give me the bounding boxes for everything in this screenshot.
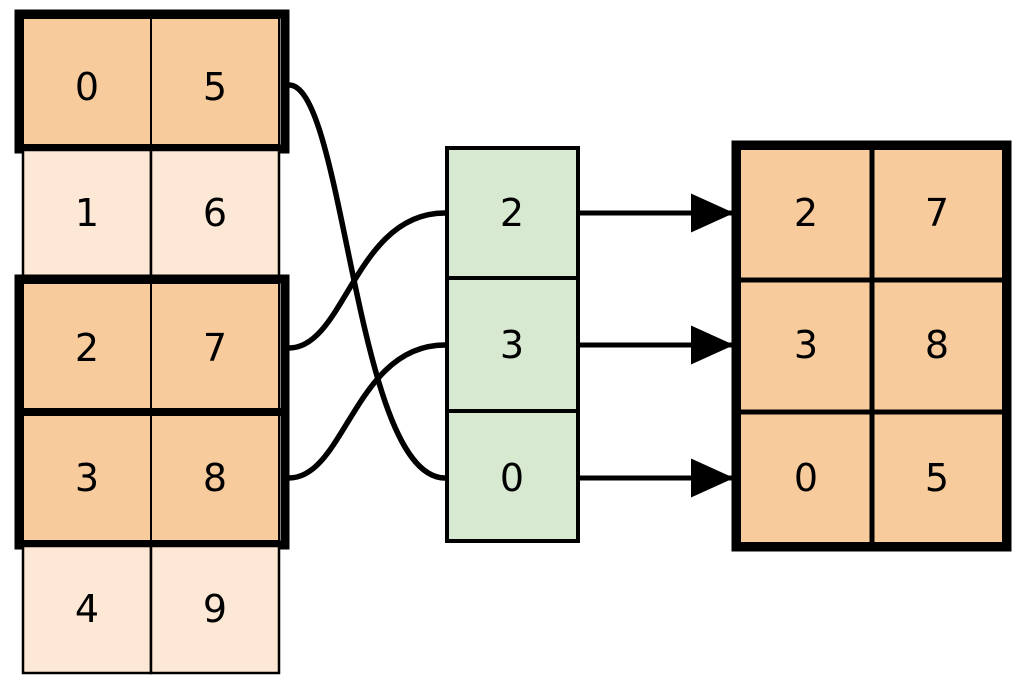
connector-row3-to-slot1 <box>286 342 448 481</box>
result-cell-2-0: 0 <box>794 456 818 500</box>
connector-row2-to-slot0 <box>286 210 448 351</box>
index-slot-1[interactable] <box>445 276 580 413</box>
source-row-3[interactable]: 3 8 <box>22 413 280 542</box>
source-cell-1-1: 6 <box>203 191 227 235</box>
source-cell-2-1: 7 <box>203 326 227 370</box>
source-cell-1-0: 1 <box>75 191 99 235</box>
source-row-1[interactable]: 1 6 <box>21 148 281 279</box>
result-arrows <box>580 193 735 498</box>
result-array: 2 7 3 8 0 5 <box>731 140 1012 552</box>
result-cell-0-0: 2 <box>794 191 818 235</box>
source-cell-4-1: 9 <box>203 587 227 631</box>
result-cell-1-0: 3 <box>794 323 818 367</box>
result-cell-1-1: 8 <box>925 323 949 367</box>
source-cell-0-0: 0 <box>75 65 99 109</box>
source-cell-3-0: 3 <box>75 456 99 500</box>
result-cell-0-1: 7 <box>925 191 949 235</box>
connector-row0-to-slot2 <box>286 82 448 481</box>
source-array: 0 5 1 6 2 7 3 8 <box>14 9 290 675</box>
index-value-0: 2 <box>500 191 524 235</box>
index-value-1: 3 <box>500 323 524 367</box>
source-cell-3-1: 8 <box>203 456 227 500</box>
result-array-border <box>731 140 1012 552</box>
source-cell-4-0: 4 <box>75 587 99 631</box>
index-value-2: 0 <box>500 456 524 500</box>
source-row-4[interactable]: 4 9 <box>21 544 281 675</box>
source-row-0[interactable]: 0 5 <box>14 9 290 154</box>
source-cell-0-1: 5 <box>203 65 227 109</box>
connector-curves <box>286 82 448 481</box>
index-slot-2[interactable] <box>445 409 580 543</box>
result-cell-2-1: 5 <box>925 456 949 500</box>
source-cell-2-0: 2 <box>75 326 99 370</box>
index-vector: 2 3 0 <box>445 146 580 543</box>
source-row-2[interactable]: 2 7 <box>22 282 280 411</box>
